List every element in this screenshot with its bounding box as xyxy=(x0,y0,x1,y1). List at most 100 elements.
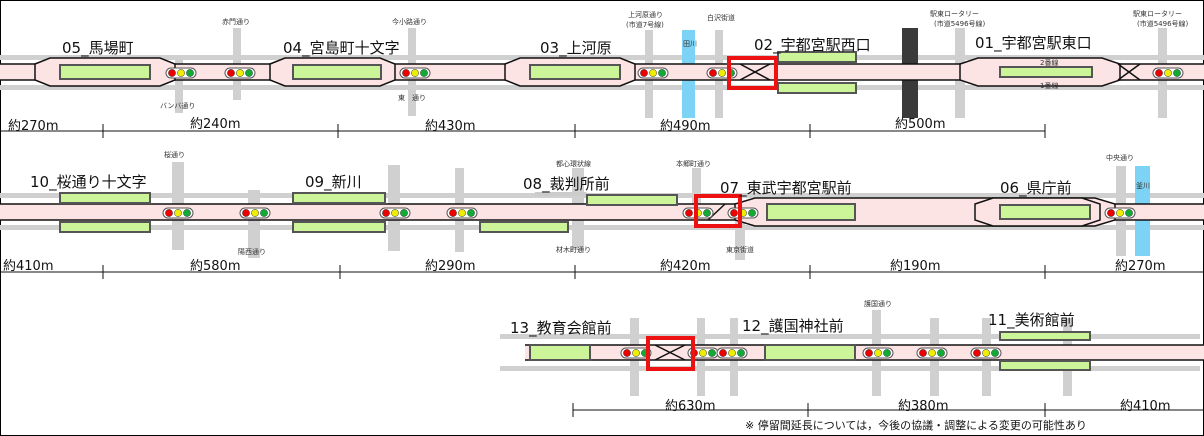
signal-light-icon xyxy=(242,209,250,217)
crossover xyxy=(1117,63,1141,81)
signal-light-icon xyxy=(982,349,990,357)
signal-light-icon xyxy=(449,209,457,217)
side-lane xyxy=(500,334,1200,339)
crossover xyxy=(654,344,686,361)
station-12: 12_護国神社前 xyxy=(742,317,844,336)
road-label: 都心環状線 xyxy=(556,159,591,168)
road-label: バンバ通り xyxy=(160,101,195,110)
signal-light-icon xyxy=(649,69,657,77)
signal-light-icon xyxy=(1155,69,1163,77)
signal-light-icon xyxy=(177,69,185,77)
signal-light-icon xyxy=(658,69,666,77)
signal-light-icon xyxy=(458,209,466,217)
footnote: ※ 停留間延長については，今後の協議・調整による変更の可能性あり xyxy=(745,418,1087,432)
cross-road xyxy=(175,55,183,113)
side-lane xyxy=(500,366,1200,371)
distance-label: 約270m xyxy=(1115,259,1165,274)
platform xyxy=(777,82,857,94)
distance-label: 約240m xyxy=(190,117,240,132)
road-label: (市道5496号線) xyxy=(934,19,986,28)
signal-light-icon xyxy=(174,209,182,217)
platform xyxy=(586,194,678,206)
signal-light-icon xyxy=(719,349,727,357)
road-label: 材木町通り xyxy=(556,245,591,254)
station-09: 09_新川 xyxy=(305,173,362,192)
distance-label: 約430m xyxy=(425,119,475,134)
road-label: 護国通り xyxy=(864,299,892,308)
signal-light-icon xyxy=(186,69,194,77)
signal-light-icon xyxy=(928,349,936,357)
signal-light-icon xyxy=(708,349,716,357)
station-05: 05_馬場町 xyxy=(62,39,134,58)
station-11: 11_美術館前 xyxy=(988,311,1075,330)
road-label: 東 通り xyxy=(398,93,426,102)
platform xyxy=(59,192,151,204)
platform xyxy=(764,344,856,361)
cross-road xyxy=(692,168,701,210)
highlight-box xyxy=(646,336,695,371)
platform xyxy=(529,344,591,361)
distance-label: 約190m xyxy=(890,259,940,274)
track-label: 1番線 xyxy=(1040,81,1058,90)
signal-light-icon xyxy=(420,69,428,77)
signal-light-icon xyxy=(991,349,999,357)
platform xyxy=(59,221,151,233)
station-04: 04_宮島町十文字 xyxy=(283,39,400,58)
distance-label: 約410m xyxy=(1120,399,1170,414)
signal-light-icon xyxy=(183,209,191,217)
road-label: 今小路通り xyxy=(392,17,427,26)
signal-light-icon xyxy=(260,209,268,217)
road-label: (市道7号線) xyxy=(626,20,664,29)
platform xyxy=(292,192,386,204)
signal-light-icon xyxy=(1116,209,1124,217)
platform xyxy=(479,221,569,233)
signal-light-icon xyxy=(919,349,927,357)
station-01: 01_宇都宮駅東口 xyxy=(975,34,1092,53)
platform xyxy=(999,204,1091,220)
signal-light-icon xyxy=(1125,209,1133,217)
highlight-box xyxy=(727,56,778,90)
signal-light-icon xyxy=(251,209,259,217)
signal-light-icon xyxy=(245,69,253,77)
signal-light-icon xyxy=(391,209,399,217)
road-label: 陽西通り xyxy=(238,247,266,256)
distance-label: 約490m xyxy=(660,119,710,134)
signal-light-icon xyxy=(168,69,176,77)
signal-light-icon xyxy=(973,349,981,357)
road-label: 白沢街道 xyxy=(707,13,735,22)
signal-light-icon xyxy=(1164,69,1172,77)
road-label: 駅東ロータリー xyxy=(1133,9,1182,18)
signal-light-icon xyxy=(411,69,419,77)
signal-light-icon xyxy=(728,349,736,357)
platform xyxy=(59,64,151,80)
distance-label: 約630m xyxy=(665,399,715,414)
signal-light-icon xyxy=(1107,209,1115,217)
distance-label: 約290m xyxy=(425,259,475,274)
side-lane xyxy=(0,225,1204,230)
platform xyxy=(766,203,856,221)
station-10: 10_桜通り十文字 xyxy=(30,173,147,192)
distance-label: 約270m xyxy=(8,119,58,134)
signal-light-icon xyxy=(632,349,640,357)
distance-label: 約380m xyxy=(898,399,948,414)
road-label: 駅東ロータリー xyxy=(930,9,979,18)
signal-light-icon xyxy=(227,69,235,77)
signal-light-icon xyxy=(402,69,410,77)
signal-light-icon xyxy=(748,209,756,217)
station-02: 02_宇都宮駅西口 xyxy=(754,36,871,55)
distance-label: 約580m xyxy=(190,259,240,274)
road-label: 上河原通り xyxy=(628,10,663,19)
signal-light-icon xyxy=(165,209,173,217)
station-06: 06_県庁前 xyxy=(1000,179,1072,198)
signal-light-icon xyxy=(467,209,475,217)
platform xyxy=(292,221,386,233)
distance-label: 約420m xyxy=(660,259,710,274)
road-label: 中央通り xyxy=(1106,153,1134,162)
platform xyxy=(292,64,382,80)
platform xyxy=(529,64,621,80)
road-label: (市道5496号線) xyxy=(1137,19,1189,28)
signal-light-icon xyxy=(382,209,390,217)
road-label: 本郷町通り xyxy=(676,159,711,168)
